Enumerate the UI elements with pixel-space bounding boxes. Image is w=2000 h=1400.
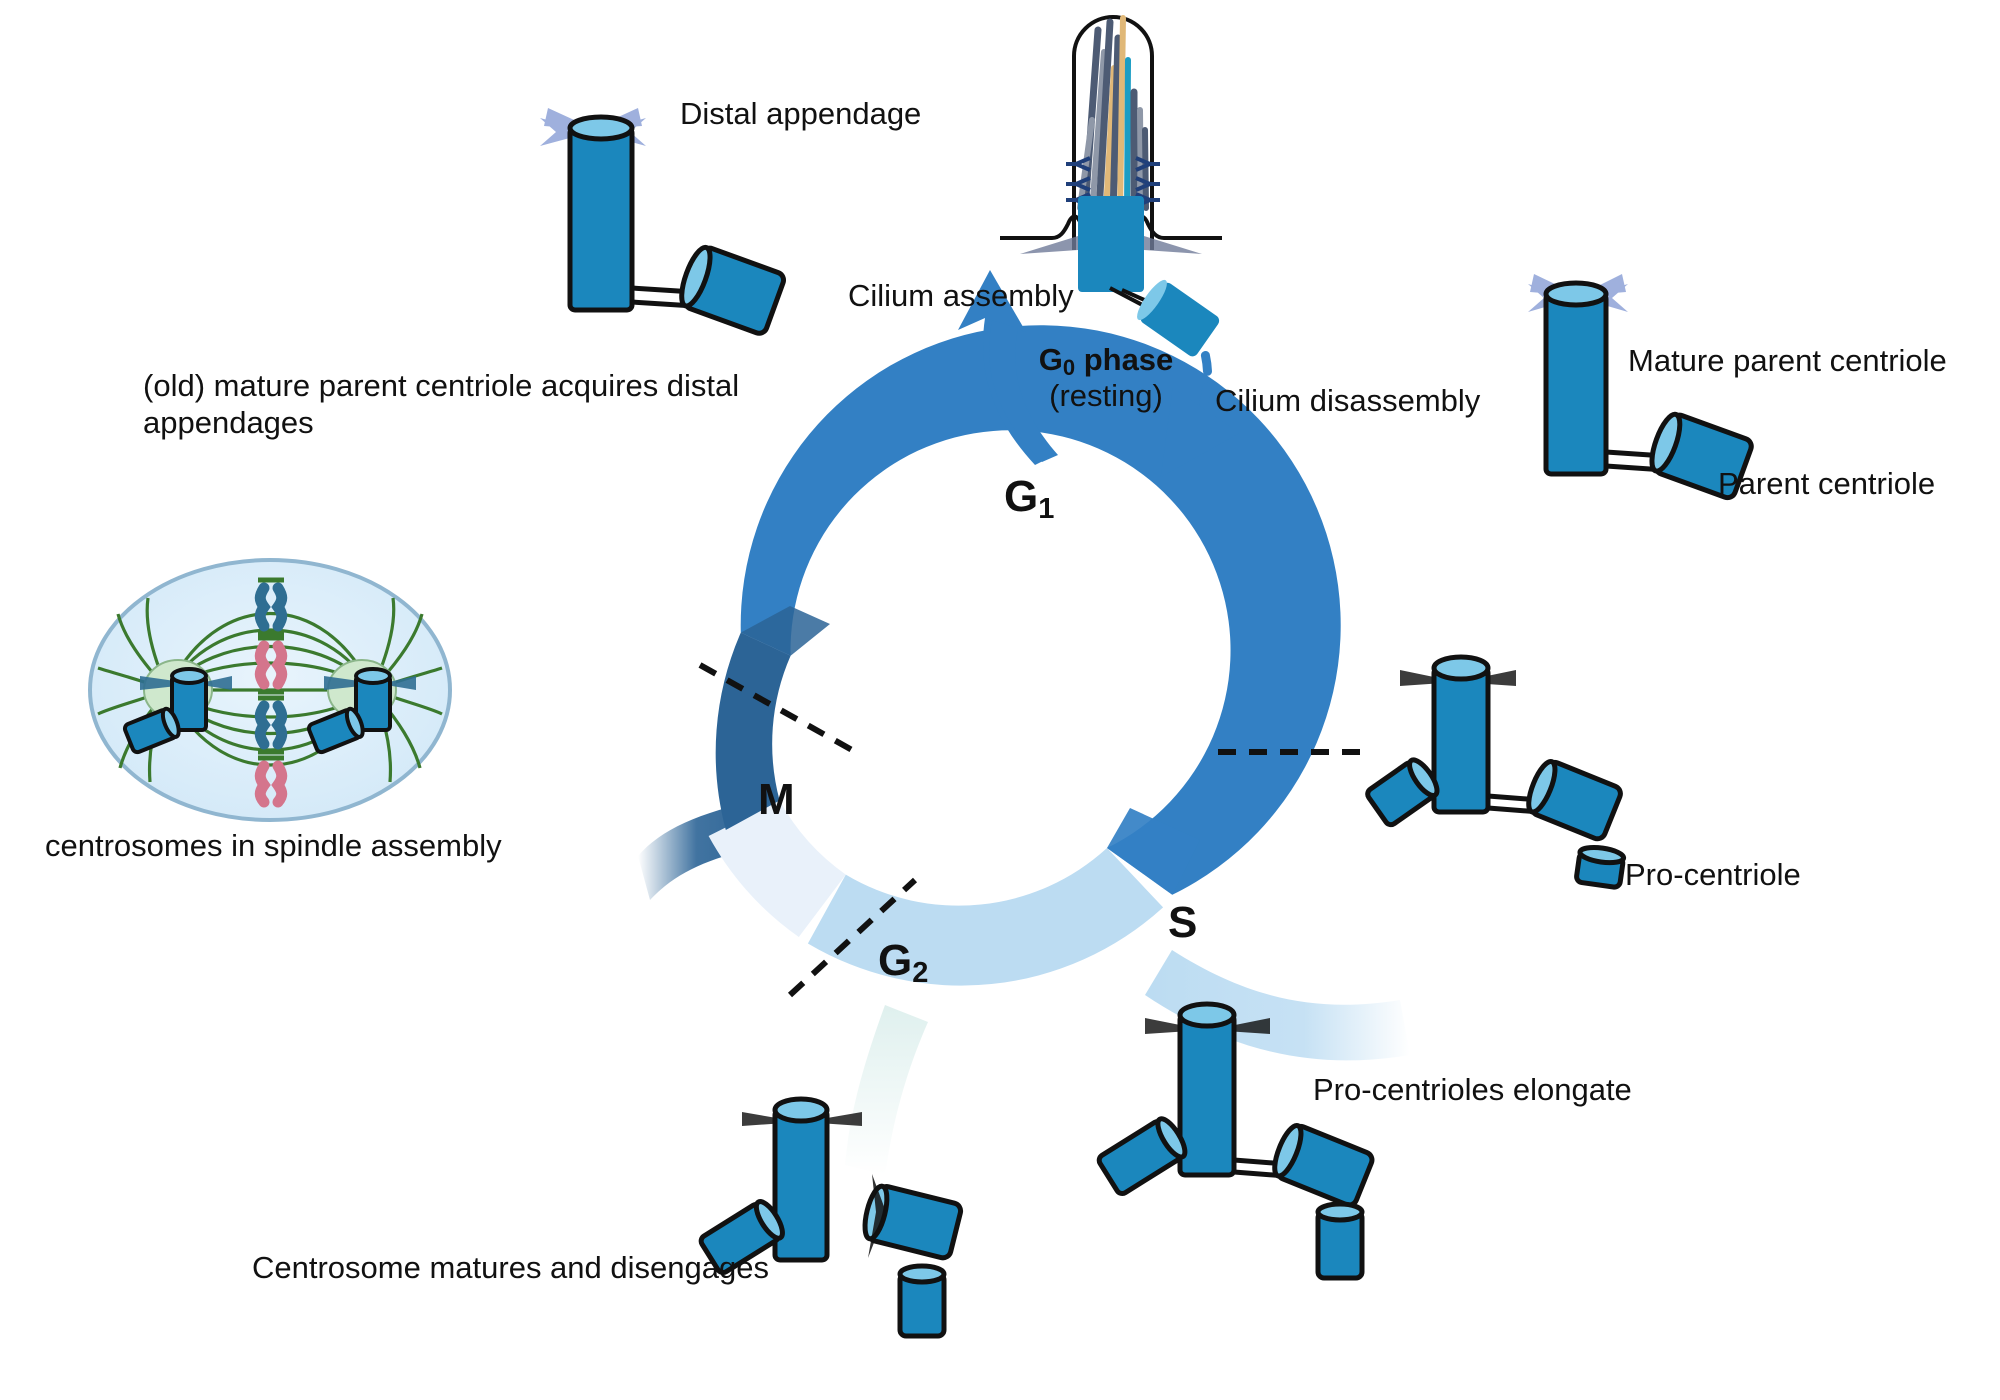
label-mature-parent-centriole: Mature parent centriole: [1628, 343, 1947, 378]
label-cilium-disassembly: Cilium disassembly: [1215, 383, 1481, 418]
elong-mother-appendages: [1145, 1018, 1270, 1034]
procentriole-on-mother: [1365, 757, 1440, 828]
diseng-procentriole-mother: [698, 1199, 785, 1276]
label-distal-appendage: Distal appendage: [680, 96, 922, 131]
chromosome-3: [254, 695, 288, 755]
elong-mother-barrel: [1177, 1012, 1237, 1178]
phase-arc-g2: [708, 800, 846, 937]
phase-label-m: M: [758, 775, 795, 824]
pro-mother-cap: [1431, 654, 1491, 682]
art-mitotic-spindle: [88, 558, 452, 822]
art-mature-parent-centrosome: [1528, 274, 1754, 501]
daughter-centriole-distal: [679, 244, 787, 336]
mother-centriole-cap: [567, 114, 635, 142]
g0-phase-line2: (resting): [1049, 377, 1163, 413]
cilium-assembly-arrow-body: [989, 320, 1058, 462]
art-pro-centriole-group: [1365, 654, 1627, 890]
label-pro-centrioles-elongate: Pro-centrioles elongate: [1313, 1072, 1632, 1107]
elong-procentriole-daughter: [1315, 1201, 1365, 1281]
s-phase-tail: [1145, 950, 1410, 1061]
diseng-procentriole-daughter: [897, 1263, 947, 1339]
ciliary-membrane: [1072, 15, 1154, 250]
axoneme-microtubules: [1077, 15, 1149, 218]
pro-daughter-centriole: [1526, 758, 1623, 842]
art-procentrioles-elongate: [1096, 1001, 1375, 1281]
basal-body: [1078, 196, 1144, 292]
diseng-mother-cap: [772, 1096, 830, 1124]
spindle-centrosome-right: [306, 659, 416, 755]
elong-procentriole-mother: [1096, 1116, 1188, 1196]
phase-label-s: S: [1168, 898, 1198, 947]
art-distal-appendage-centrosome: [540, 108, 787, 336]
mature-parent-cap: [1543, 280, 1609, 308]
spindle-chromosomes: [254, 577, 288, 808]
parent-centriole-tilted: [1649, 411, 1754, 501]
label-g0-phase: G0 phase (resting): [1016, 342, 1196, 413]
cilium-assembly-arrow[interactable]: [958, 270, 1045, 465]
cell-cycle-ring: [638, 325, 1410, 1175]
mother-centriole-barrel: [567, 125, 635, 313]
label-cilium-assembly: Cilium assembly: [848, 278, 1074, 313]
diseng-appendage-blade: [868, 1174, 886, 1258]
label-centrosome-matures: Centrosome matures and disengages: [252, 1250, 769, 1285]
label-pro-centriole: Pro-centriole: [1625, 857, 1801, 892]
label-centrosomes-spindle: centrosomes in spindle assembly: [45, 828, 502, 863]
chromosome-2: [254, 635, 288, 695]
primary-cilium-artwork: [1000, 15, 1222, 357]
mature-parent-barrel: [1543, 291, 1609, 477]
phase-arc-s: [807, 848, 1164, 986]
phase-notch-m-top: [740, 606, 830, 656]
basal-body-appendages: [1020, 236, 1202, 254]
pro-mother-barrel: [1431, 665, 1491, 815]
elong-daughter-centriole: [1272, 1122, 1375, 1208]
art-centrosome-disengages: [698, 1096, 964, 1339]
daughter-centriole-cilium: [1137, 279, 1220, 357]
diseng-mother-appendages: [742, 1112, 862, 1126]
label-parent-centriole: Parent centriole: [1718, 466, 1936, 501]
procentriole-bud: [1574, 844, 1627, 890]
label-old-mature-parent: (old) mature parent centriole acquires d…: [143, 368, 740, 440]
divider-dashed-m-g2: [787, 877, 918, 998]
elong-mother-cap: [1177, 1001, 1237, 1029]
chromosome-1: [254, 577, 288, 637]
g2-phase-tail: [845, 1005, 928, 1175]
chromosome-4: [254, 755, 288, 808]
spindle-centrosome-left: [122, 659, 232, 755]
g0-phase-line1: G0 phase: [1038, 342, 1174, 380]
phase-notch-s-top: [1107, 808, 1200, 895]
phase-label-g1: G1: [1004, 472, 1055, 525]
phase-label-g2: G2: [878, 936, 929, 989]
